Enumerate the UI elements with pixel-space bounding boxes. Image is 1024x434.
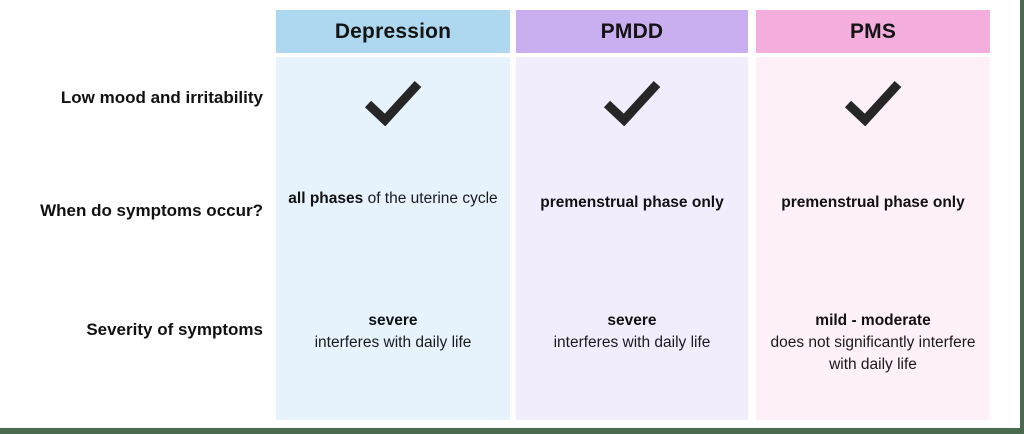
- cell-pmdd-severity: severe interferes with daily life: [516, 310, 748, 354]
- cell-regular-text: interferes with daily life: [314, 334, 472, 351]
- column-header-depression: Depression: [276, 10, 510, 53]
- checkmark-icon: [516, 78, 748, 126]
- row-label-low-mood: Low mood and irritability: [60, 88, 263, 107]
- cell-depression-symptom-timing: all phases of the uterine cycle: [276, 188, 510, 210]
- cell-regular-text: does not significantly interfere with da…: [770, 334, 976, 373]
- cell-pmdd-symptom-timing: premenstrual phase only: [516, 192, 748, 214]
- cell-bold-text: all phases: [288, 190, 364, 207]
- row-label-symptom-timing: When do symptoms occur?: [40, 201, 263, 220]
- checkmark-icon: [276, 78, 510, 126]
- cell-regular-text: interferes with daily life: [553, 334, 711, 351]
- column-title-depression: Depression: [334, 19, 452, 43]
- cell-pms-symptom-timing: premenstrual phase only: [756, 192, 990, 214]
- frame-border-right: [1020, 0, 1024, 434]
- column-header-pmdd: PMDD: [516, 10, 748, 53]
- column-header-pms: PMS: [756, 10, 990, 53]
- cell-regular-text: of the uterine cycle: [363, 190, 498, 207]
- cell-bold-text: severe: [368, 312, 418, 329]
- checkmark-icon: [756, 78, 990, 126]
- cell-bold-text: premenstrual phase only: [781, 194, 965, 211]
- row-label-severity: Severity of symptoms: [86, 320, 263, 339]
- frame-border-bottom: [0, 428, 1024, 434]
- cell-bold-text: premenstrual phase only: [540, 194, 724, 211]
- cell-bold-text: mild - moderate: [815, 312, 931, 329]
- cell-bold-text: severe: [607, 312, 657, 329]
- column-title-pmdd: PMDD: [600, 19, 664, 43]
- cell-depression-severity: severe interferes with daily life: [276, 310, 510, 354]
- column-title-pms: PMS: [849, 19, 897, 43]
- cell-pms-severity: mild - moderate does not significantly in…: [756, 310, 990, 376]
